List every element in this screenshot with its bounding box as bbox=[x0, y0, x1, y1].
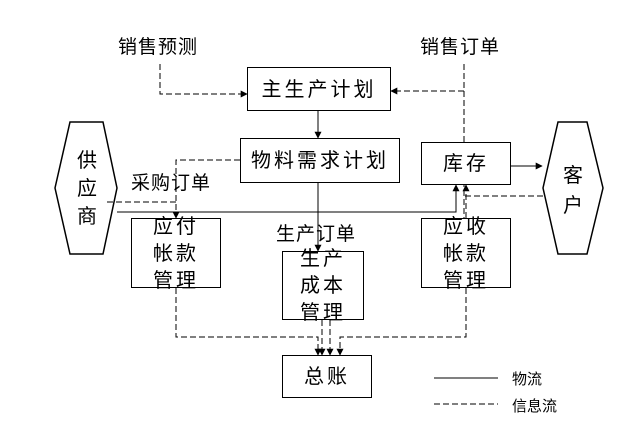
ap-box: 应付帐款管理 bbox=[131, 214, 221, 292]
customer-label: 客户 bbox=[563, 163, 583, 217]
legend-material-flow: 物流 bbox=[512, 370, 543, 388]
production-order-label: 生产订单 bbox=[276, 223, 357, 245]
costing-box: 生产成本管理 bbox=[282, 246, 364, 324]
forecast-to-mps bbox=[159, 64, 248, 98]
sales-order-label: 销售订单 bbox=[420, 36, 501, 58]
mrp-label: 物料需求计划 bbox=[251, 148, 389, 172]
inventory-label: 库存 bbox=[443, 151, 489, 175]
mps-box: 主生产计划 bbox=[247, 67, 391, 111]
costing-label: 生产成本管理 bbox=[300, 246, 346, 324]
supplier-label: 供应商 bbox=[77, 148, 97, 228]
gl-box: 总账 bbox=[282, 355, 372, 398]
mps-label: 主生产计划 bbox=[261, 76, 377, 101]
ap-label: 应付帐款管理 bbox=[153, 213, 199, 292]
ap-to-gl bbox=[175, 288, 322, 356]
inventory-box: 库存 bbox=[421, 142, 511, 185]
purchase-order-label: 采购订单 bbox=[131, 172, 212, 194]
ar-to-gl bbox=[336, 288, 467, 356]
ar-box: 应收帐款管理 bbox=[421, 214, 511, 292]
customer-shape bbox=[542, 121, 604, 255]
mrp-box: 物料需求计划 bbox=[240, 138, 400, 183]
gl-label: 总账 bbox=[304, 364, 350, 388]
supplier-shape bbox=[54, 121, 118, 255]
mrp-to-ap bbox=[172, 159, 240, 219]
ar-label: 应收帐款管理 bbox=[443, 213, 489, 292]
sales-forecast-label: 销售预测 bbox=[118, 36, 199, 58]
supplier-to-inventory bbox=[117, 184, 460, 213]
salesorder-to-mps bbox=[390, 64, 465, 95]
legend-information-flow: 信息流 bbox=[512, 397, 558, 415]
